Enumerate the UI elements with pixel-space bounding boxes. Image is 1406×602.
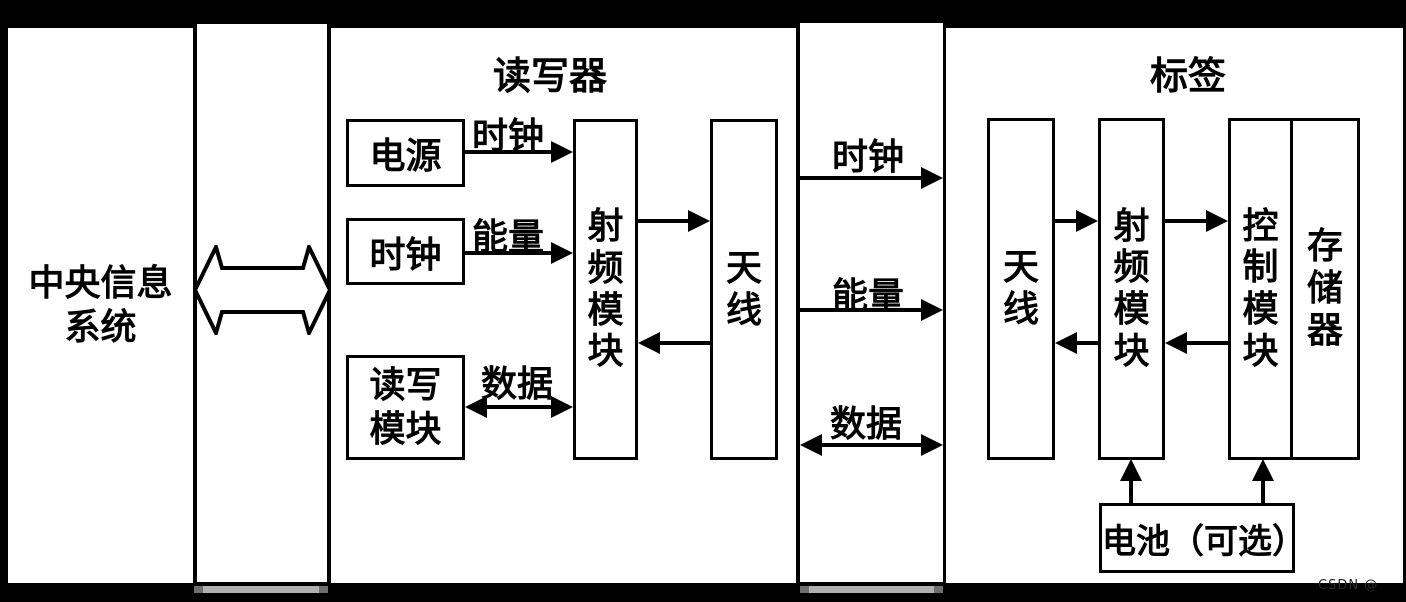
tag-antenna-label: 天线 <box>1002 247 1039 329</box>
scrollbar-air-cap-end[interactable] <box>934 586 943 593</box>
reader-energy-arrowhead-icon <box>551 242 573 264</box>
central-info-system-panel: 中央信息系统 <box>8 28 193 583</box>
air-data-arrowhead-right-icon <box>921 434 943 456</box>
tag-rf-module-label: 射频模块 <box>1113 205 1150 371</box>
air-energy-arrow-line <box>800 308 921 312</box>
reader-title: 读写器 <box>492 56 607 98</box>
reader-data-arrow-label: 数据 <box>480 364 553 404</box>
reader-data-arrowhead-right-icon <box>551 396 573 418</box>
reader-rf-to-antenna-arrowhead-icon <box>688 210 710 232</box>
bidirectional-hollow-arrow <box>193 245 332 335</box>
tag-antenna-to-rf-arrowhead-icon <box>1076 210 1098 232</box>
air-interface-column <box>800 23 943 582</box>
tag-control-to-rf-arrowhead-icon <box>1165 332 1187 354</box>
read-write-module-box: 读写模块 <box>346 355 465 460</box>
power-label: 电源 <box>369 136 442 176</box>
battery-to-control-line <box>1261 481 1265 503</box>
reader-rf-module-box: 射频模块 <box>573 119 638 460</box>
reader-clock-arrow-label: 时钟 <box>471 116 544 156</box>
tag-antenna-box: 天线 <box>987 118 1055 460</box>
tag-rf-to-control-line <box>1165 219 1206 223</box>
reader-antenna-to-rf-line <box>660 341 710 345</box>
tag-rf-to-antenna-line <box>1077 341 1098 345</box>
scrollbar-air-column[interactable] <box>800 586 943 593</box>
battery-to-rf-line <box>1129 481 1133 503</box>
reader-clock-arrowhead-icon <box>551 141 573 163</box>
reader-data-arrow-line <box>487 405 551 409</box>
battery-to-control-arrowhead-icon <box>1252 459 1274 481</box>
clock-box: 时钟 <box>346 218 465 285</box>
tag-rf-to-antenna-arrowhead-icon <box>1055 332 1077 354</box>
tag-control-module-box: 控制模块 <box>1228 118 1293 460</box>
battery-box: 电池（可选） <box>1099 503 1306 573</box>
reader-antenna-to-rf-arrowhead-icon <box>638 332 660 354</box>
scrollbar-left-cap-start[interactable] <box>194 586 203 593</box>
air-data-arrow-label: 数据 <box>829 404 902 444</box>
tag-control-module-label: 控制模块 <box>1242 205 1279 371</box>
tag-memory-label: 存储器 <box>1306 226 1343 350</box>
reader-rf-module-label: 射频模块 <box>587 206 624 372</box>
reader-energy-arrow-line <box>465 251 551 255</box>
scrollbar-left-cap-end[interactable] <box>319 586 328 593</box>
scrollbar-air-cap-start[interactable] <box>800 586 809 593</box>
reader-clock-arrow-line <box>465 150 551 154</box>
air-data-arrowhead-left-icon <box>800 434 822 456</box>
air-clock-arrow-label: 时钟 <box>831 137 904 177</box>
clock-label: 时钟 <box>369 234 442 275</box>
air-energy-arrowhead-icon <box>921 299 943 321</box>
tag-rf-to-control-arrowhead-icon <box>1206 210 1228 232</box>
scrollbar-left-column[interactable] <box>194 586 328 593</box>
air-data-arrow-line <box>822 443 921 447</box>
battery-to-rf-arrowhead-icon <box>1120 459 1142 481</box>
power-box: 电源 <box>346 119 465 187</box>
reader-antenna-box: 天线 <box>710 119 778 460</box>
battery-label: 电池（可选） <box>1102 523 1306 561</box>
read-write-module-label: 读写模块 <box>369 365 442 449</box>
reader-energy-arrow-label: 能量 <box>471 217 544 257</box>
tag-memory-box: 存储器 <box>1290 118 1360 460</box>
csdn-watermark: CSDN @ <box>1318 578 1379 593</box>
central-info-system-label: 中央信息系统 <box>28 262 173 347</box>
reader-rf-to-antenna-line <box>638 219 688 223</box>
tag-rf-module-box: 射频模块 <box>1098 118 1165 460</box>
tag-antenna-to-rf-line <box>1055 219 1076 223</box>
air-clock-arrow-line <box>800 176 921 180</box>
reader-data-arrowhead-left-icon <box>465 396 487 418</box>
air-clock-arrowhead-icon <box>921 167 943 189</box>
reader-antenna-label: 天线 <box>725 247 762 330</box>
tag-title: 标签 <box>1149 56 1226 98</box>
tag-control-to-rf-line <box>1187 341 1228 345</box>
